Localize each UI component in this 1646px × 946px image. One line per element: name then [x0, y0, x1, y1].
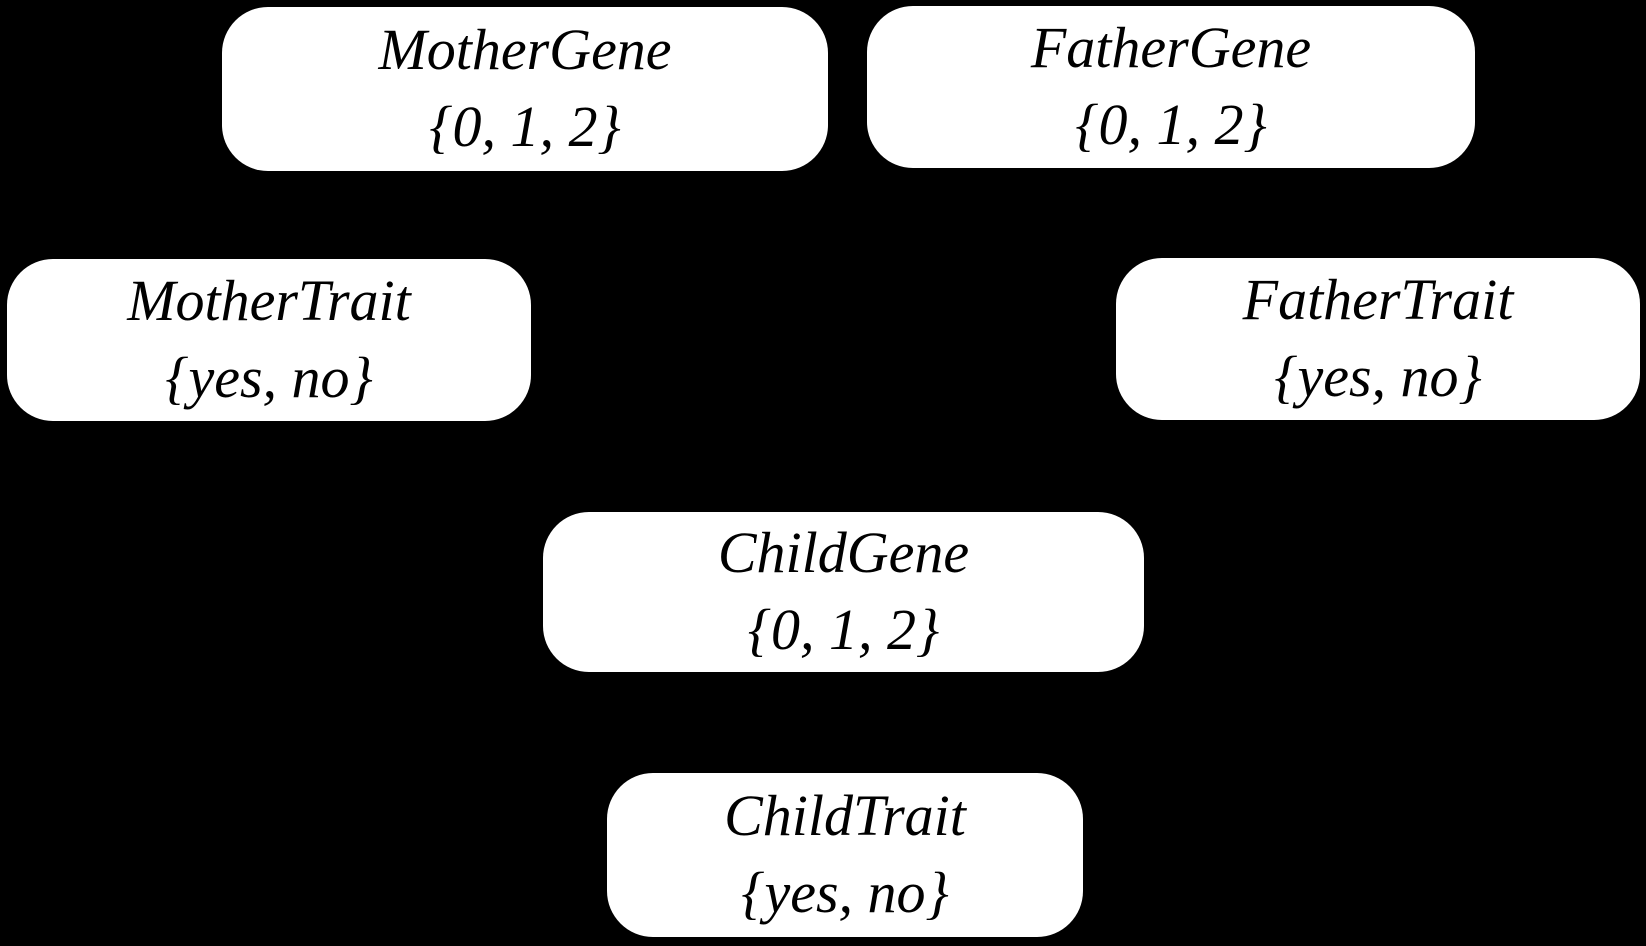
node-child-gene: ChildGene {0, 1, 2} [543, 512, 1144, 672]
node-father-gene: FatherGene {0, 1, 2} [867, 6, 1475, 168]
node-mother-trait: MotherTrait {yes, no} [7, 259, 531, 421]
node-mother-gene-domain: {0, 1, 2} [429, 94, 621, 159]
node-mother-gene: MotherGene {0, 1, 2} [222, 7, 828, 171]
node-father-trait: FatherTrait {yes, no} [1116, 258, 1640, 420]
node-mother-trait-title: MotherTrait [127, 268, 411, 334]
node-child-gene-title: ChildGene [717, 520, 970, 586]
node-child-gene-domain: {0, 1, 2} [747, 597, 940, 662]
node-father-gene-domain: {0, 1, 2} [1075, 92, 1267, 157]
node-mother-gene-title: MotherGene [378, 17, 672, 83]
node-child-trait-domain: {yes, no} [741, 860, 949, 925]
node-child-trait: ChildTrait {yes, no} [607, 773, 1083, 937]
node-child-trait-title: ChildTrait [724, 783, 966, 849]
node-father-gene-title: FatherGene [1030, 15, 1312, 81]
node-mother-trait-domain: {yes, no} [165, 345, 373, 410]
node-father-trait-title: FatherTrait [1242, 267, 1514, 333]
node-father-trait-domain: {yes, no} [1274, 344, 1482, 409]
